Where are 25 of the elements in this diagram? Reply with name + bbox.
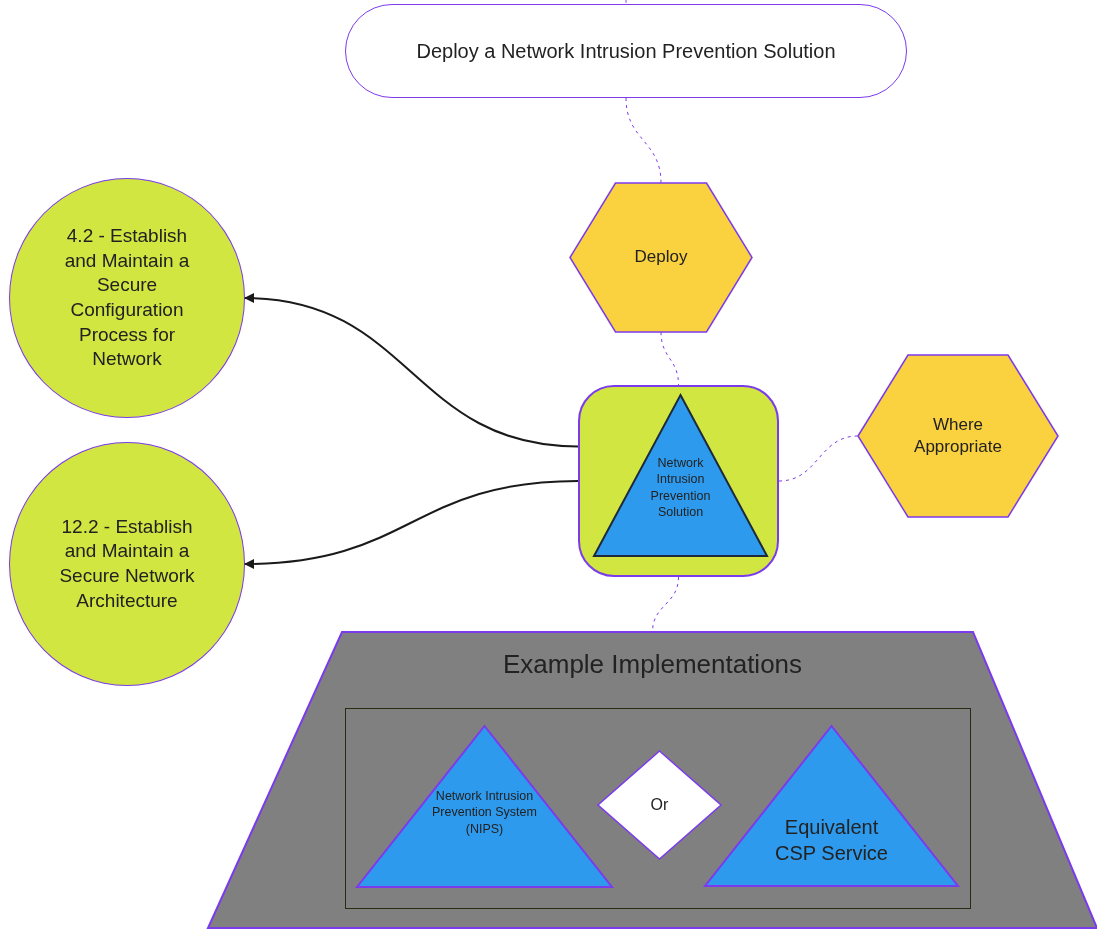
- rounded-square-box: [578, 385, 779, 577]
- arrow: [244, 480, 579, 569]
- node-label: Deploy: [634, 246, 688, 269]
- node-label: Equivalent CSP Service: [774, 815, 889, 866]
- trapezoid-panel: [208, 632, 1097, 928]
- connector-line: [625, 97, 662, 184]
- hexagon-shape: [858, 355, 1058, 517]
- node-label: 12.2 - Establish and Maintain a Secure Network Architecture: [58, 514, 196, 613]
- node-label: 4.2 - Establish and Maintain a Secure Configuration Process for Network: [63, 223, 191, 372]
- connector-line: [778, 435, 859, 482]
- triangle-shape: [357, 726, 612, 887]
- connector-line: [660, 331, 679, 386]
- arrow: [244, 293, 579, 448]
- connector-line: [625, 0, 627, 5]
- node-label: Or: [650, 794, 669, 815]
- node-label: Deploy a Network Intrusion Prevention Solution: [416, 39, 836, 64]
- triangle-shape: [594, 395, 767, 556]
- panel-title: Example Implementations: [502, 648, 803, 681]
- node-label: Network Intrusion Prevention Solution: [649, 455, 712, 520]
- hexagon-shape: [570, 183, 752, 332]
- triangle-shape: [705, 726, 958, 886]
- node-label: Where Appropriate: [913, 413, 1003, 458]
- inner-frame: [345, 708, 971, 909]
- diamond-shape: [598, 751, 721, 859]
- node-label: Network Intrusion Prevention System (NIPS): [431, 788, 538, 837]
